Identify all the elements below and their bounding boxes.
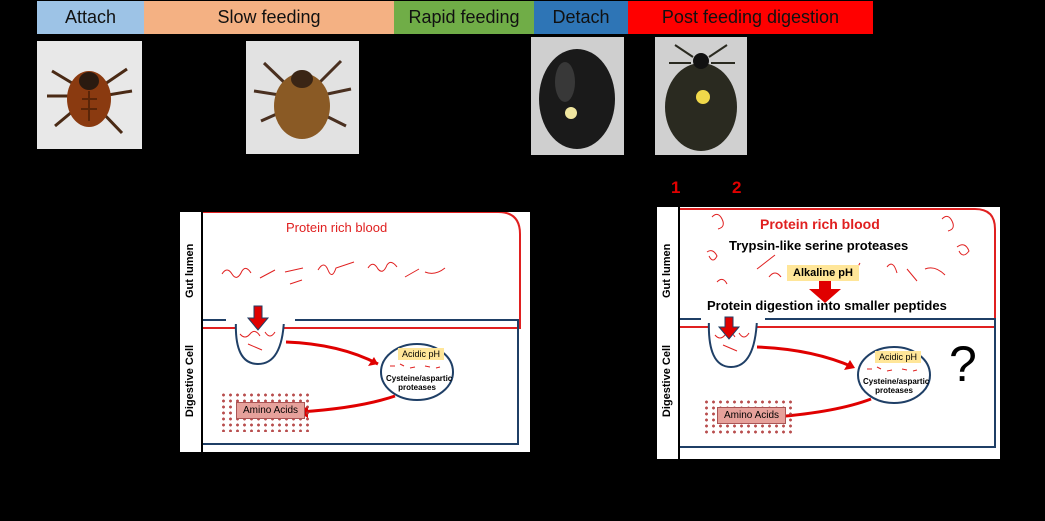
serine-proteases-label: Trypsin-like serine proteases [729, 238, 909, 253]
uptake-arrow [246, 305, 270, 331]
vesicle-to-lysosome-arrow [285, 340, 379, 366]
attached-tick-photo [37, 41, 142, 149]
endocytosis-pocket [226, 319, 295, 366]
blood-protein-strands [221, 261, 446, 285]
gut-lumen-label: Gut lumen [661, 243, 673, 298]
marker-2: 2 [732, 178, 742, 197]
digesting-tick-photo [655, 37, 747, 155]
acidic-ph-label: Acidic pH [398, 348, 445, 360]
protein-rich-blood-title: Protein rich blood [286, 220, 388, 235]
right-digestion-diagram: Protein rich blood Trypsin-like serine p… [657, 207, 1000, 459]
cysteine-aspartic-proteases-label: Cysteine/aspartic proteases [386, 374, 453, 392]
question-mark: ? [949, 336, 977, 392]
amino-acids-label: Amino Acids [236, 402, 306, 419]
stage-detach: Detach [534, 1, 628, 34]
protein-rich-blood-title: Protein rich blood [760, 216, 880, 232]
digestive-cell-label: Digestive Cell [184, 344, 196, 418]
lysosome-peptides [390, 363, 441, 369]
alkaline-ph-label: Alkaline pH [787, 265, 859, 281]
digestive-cell-label: Digestive Cell [661, 344, 673, 418]
left-digestion-diagram: Protein rich blood Gut lumen Digestive C… [180, 212, 530, 452]
lysosome-peptides [867, 366, 918, 372]
vesicle-strands [239, 330, 276, 351]
endocytosis-pocket [701, 318, 765, 369]
gut-lumen-label: Gut lumen [184, 243, 196, 298]
detached-engorged-tick-photo [531, 37, 624, 155]
protein-digestion-label: Protein digestion into smaller peptides [707, 298, 947, 313]
gut-lumen-border [201, 212, 521, 329]
cysteine-aspartic-proteases-label: Cysteine/aspartic proteases [863, 377, 930, 395]
slow-feeding-tick-photo [246, 41, 359, 154]
amino-acids-label: Amino Acids [717, 407, 787, 424]
marker-1: 1 [671, 178, 681, 197]
uptake-arrow [717, 316, 741, 340]
digestion-arrow [809, 269, 841, 303]
stage-slow-feeding: Slow feeding [144, 1, 394, 34]
acidic-ph-label: Acidic pH [875, 351, 922, 363]
stage-post-feeding-digestion: Post feeding digestion [628, 1, 873, 34]
gut-lumen-border [678, 208, 996, 328]
vesicle-to-lysosome-arrow [756, 345, 854, 369]
stage-rapid-feeding: Rapid feeding [394, 1, 534, 34]
lysosome-to-amino-arrow [299, 394, 396, 414]
stage-attach: Attach [37, 1, 144, 34]
